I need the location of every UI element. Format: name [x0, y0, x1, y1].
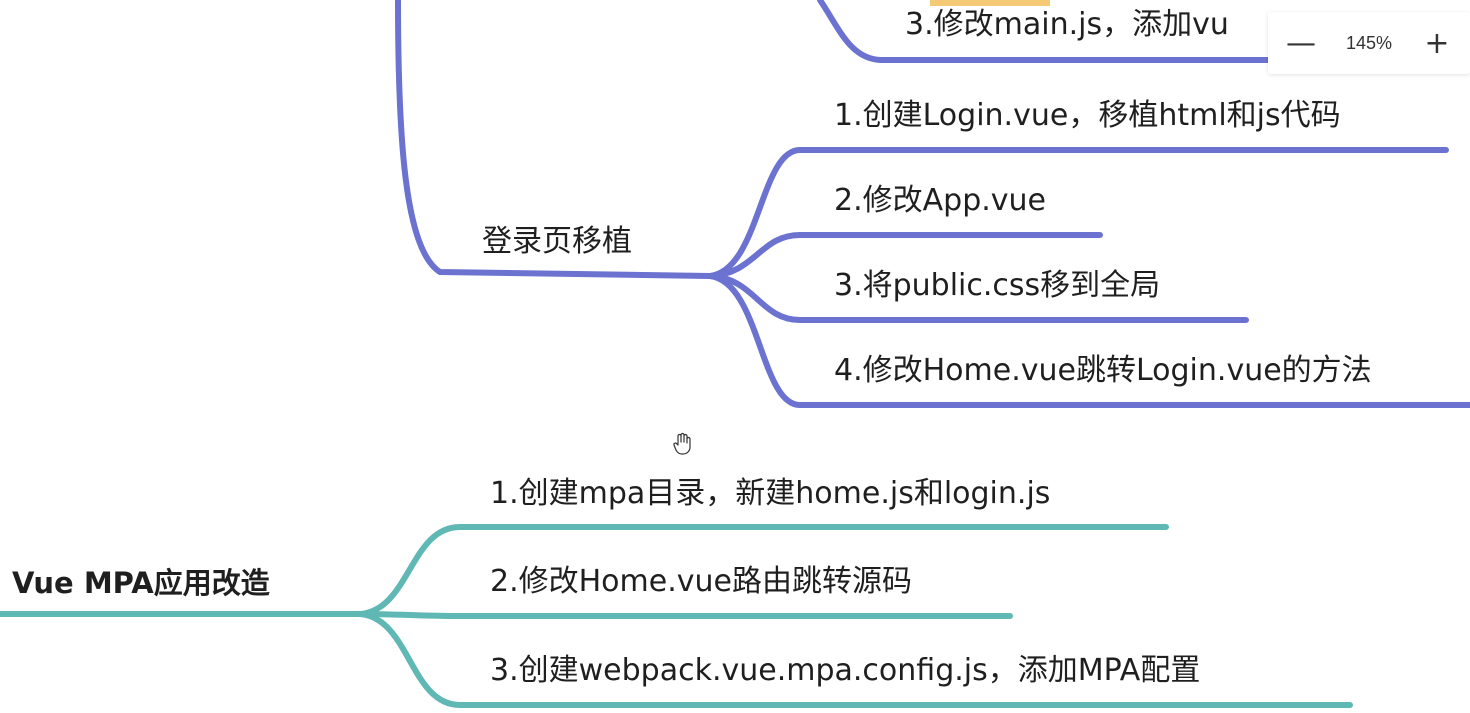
minus-icon: — — [1286, 25, 1316, 61]
node-vue-mpa[interactable]: Vue MPA应用改造 — [12, 566, 270, 600]
node-login-child-3[interactable]: 3.将public.css移到全局 — [834, 268, 1161, 303]
edge-top-child3 — [817, 0, 1271, 63]
edge-login-child-2 — [707, 232, 1103, 279]
node-mpa-child-3[interactable]: 3.创建webpack.vue.mpa.config.js，添加MPA配置 — [490, 653, 1201, 688]
edge-trunk — [395, 0, 713, 279]
plus-icon: + — [1424, 25, 1450, 61]
node-login-child-4[interactable]: 4.修改Home.vue跳转Login.vue的方法 — [834, 353, 1372, 388]
partial-node-top — [930, 0, 1050, 6]
zoom-level: 145% — [1345, 32, 1393, 53]
edge-mpa-child-2 — [357, 611, 1013, 619]
zoom-control: — 145% + — [1268, 12, 1470, 74]
zoom-in-button[interactable]: + — [1404, 12, 1470, 74]
hand-cursor-icon — [673, 432, 691, 455]
node-top-child-3[interactable]: 3.修改main.js，添加vu — [905, 7, 1229, 42]
node-mpa-child-2[interactable]: 2.修改Home.vue路由跳转源码 — [490, 564, 912, 599]
node-login-migration[interactable]: 登录页移植 — [482, 224, 632, 259]
edge-mpa-child-3 — [357, 611, 1353, 708]
zoom-out-button[interactable]: — — [1268, 12, 1334, 74]
edge-login-child-1 — [707, 147, 1449, 279]
edge-mpa-child-1 — [357, 524, 1169, 617]
edge-login-child-4 — [707, 273, 1470, 408]
node-login-child-1[interactable]: 1.创建Login.vue，移植html和js代码 — [834, 98, 1341, 133]
node-mpa-child-1[interactable]: 1.创建mpa目录，新建home.js和login.js — [490, 476, 1051, 511]
node-login-child-2[interactable]: 2.修改App.vue — [834, 183, 1046, 218]
